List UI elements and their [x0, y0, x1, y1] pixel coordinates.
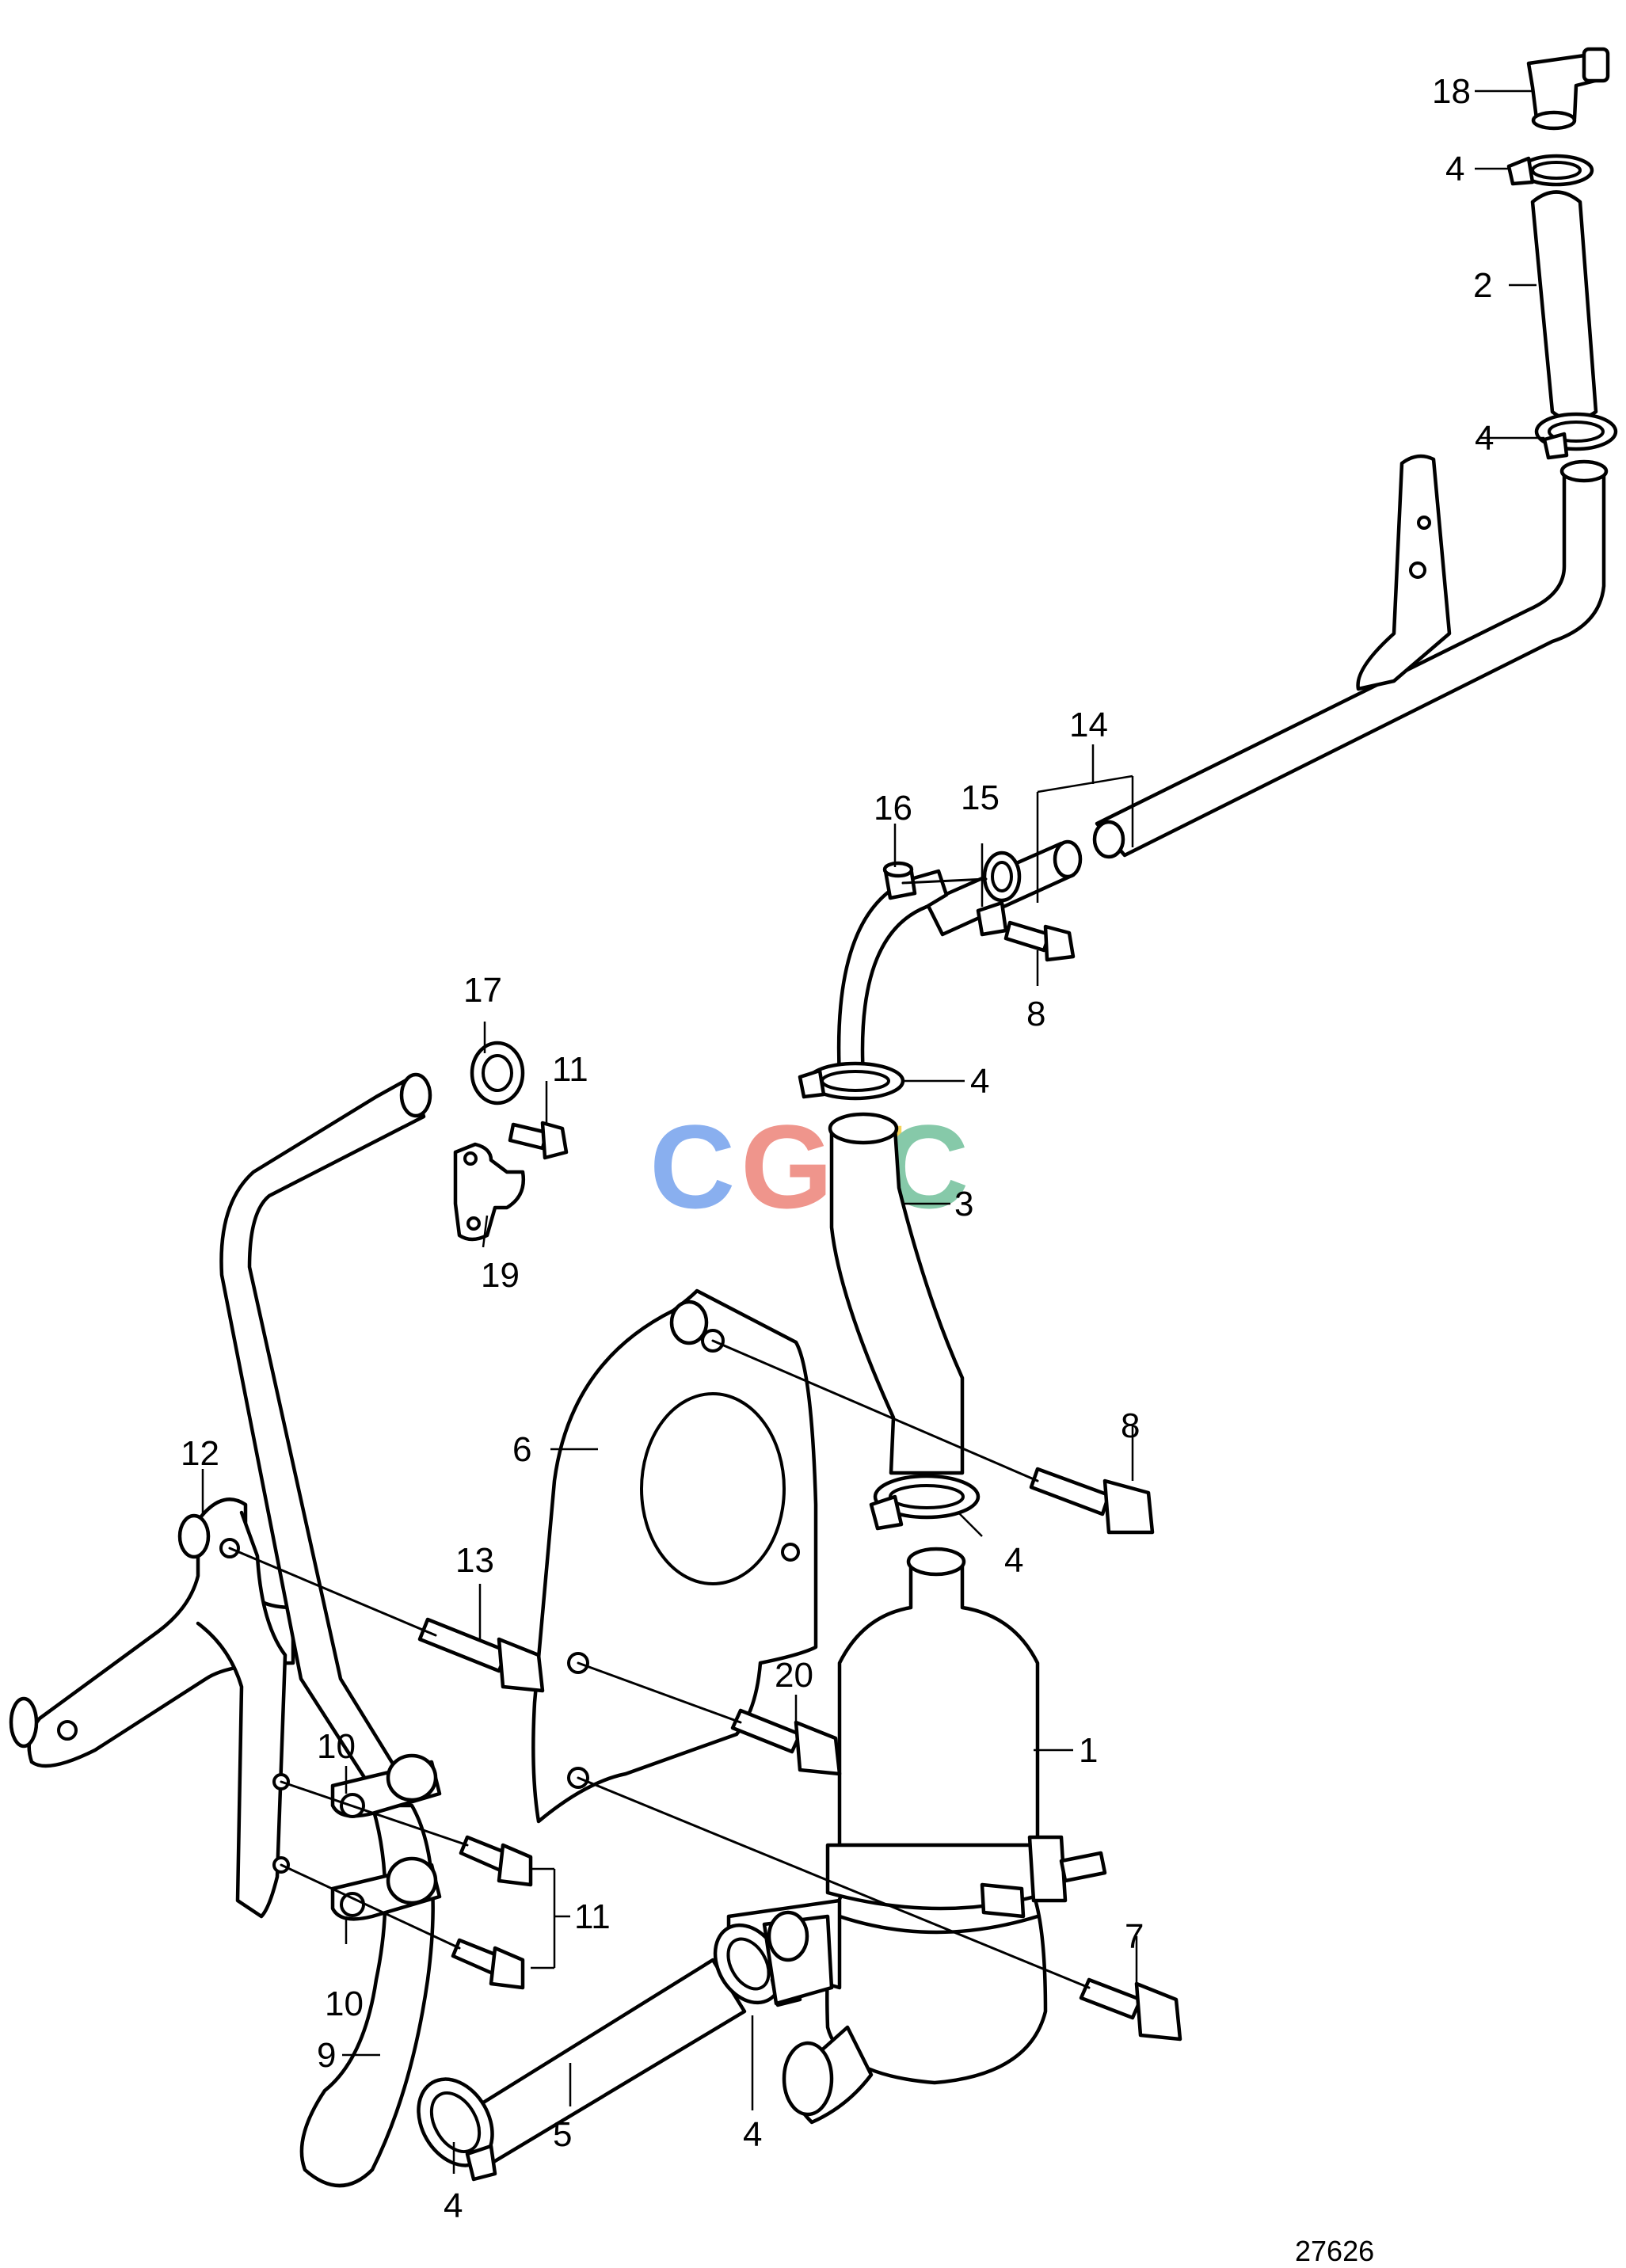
callout-5: 5 — [553, 2115, 572, 2154]
callout-4: 4 — [743, 2115, 762, 2154]
part-8-bolt-upper — [1003, 920, 1076, 962]
callout-13: 13 — [455, 1541, 494, 1580]
part-4-hose-clamp-middle — [798, 1061, 905, 1101]
callout-8: 8 — [1121, 1406, 1140, 1445]
callout-20: 20 — [775, 1656, 813, 1695]
callout-15: 15 — [961, 778, 1000, 817]
callout-10: 10 — [317, 1727, 356, 1766]
tank-outlet-stub — [762, 1910, 834, 2006]
watermark: C G H C — [649, 1100, 969, 1233]
part-11-bolt-upper — [508, 1121, 569, 1160]
part-15-grommet — [976, 850, 1022, 937]
callout-6: 6 — [512, 1430, 531, 1469]
part-7-bolt — [1079, 1977, 1182, 2042]
figure-number: 27626 — [1295, 2235, 1374, 2267]
pipe-bend-to-hose — [836, 869, 949, 1079]
part-8-bolt-lower — [1029, 1467, 1155, 1535]
callout-16: 16 — [874, 789, 912, 828]
part-4-hose-clamp-upper-mid — [1534, 412, 1618, 460]
watermark-letter-2: G — [741, 1100, 833, 1233]
callout-2: 2 — [1473, 266, 1492, 305]
part-1-expansion-tank — [726, 1547, 1107, 2125]
callout-12: 12 — [181, 1434, 219, 1473]
part-4-hose-clamp-lower-left — [417, 2077, 497, 2182]
callout-1: 1 — [1079, 1731, 1098, 1770]
part-11-bolt-lower-b — [451, 1938, 525, 1990]
callout-labels: 18 4 2 4 14 16 15 8 4 3 8 4 1 7 6 17 11 … — [181, 72, 1494, 2225]
callout-19: 19 — [481, 1256, 520, 1295]
callout-4: 4 — [1475, 419, 1494, 458]
part-4-hose-clamp-tank — [869, 1474, 981, 1531]
part-17-sealing-washer — [470, 1041, 525, 1105]
callout-7: 7 — [1125, 1917, 1144, 1956]
part-20-bolt — [730, 1708, 842, 1776]
leader-lines — [201, 89, 1544, 2174]
callout-14: 14 — [1069, 706, 1108, 744]
part-12-bracket — [9, 1497, 295, 1919]
part-3-hose — [828, 1112, 965, 1475]
part-4-hose-clamp-top — [1506, 154, 1594, 187]
part-2-upper-hose — [1530, 190, 1598, 422]
callout-11: 11 — [574, 1897, 611, 1936]
watermark-letter-1: C — [649, 1100, 735, 1233]
part-5-lower-hose — [449, 1958, 747, 2168]
callout-4: 4 — [970, 1062, 989, 1101]
callout-4: 4 — [1445, 150, 1464, 188]
callout-8: 8 — [1026, 995, 1045, 1033]
part-10-clamp-bracket-upper — [330, 1753, 442, 1818]
callout-9: 9 — [317, 2036, 336, 2075]
callout-10: 10 — [325, 1984, 364, 2023]
part-19-clip-bracket — [453, 1142, 526, 1242]
callout-17: 17 — [463, 971, 502, 1010]
callout-4: 4 — [444, 2186, 463, 2225]
part-11-bolt-lower-a — [459, 1835, 533, 1887]
part-16-spacer — [882, 861, 917, 900]
part-10-clamp-bracket-lower — [330, 1856, 442, 1921]
callout-11: 11 — [552, 1050, 588, 1089]
callout-18: 18 — [1432, 72, 1471, 111]
part-18-elbow-fitting — [1526, 47, 1610, 131]
part-14-coolant-pipe — [1092, 454, 1609, 859]
callout-3: 3 — [954, 1185, 973, 1223]
callout-4: 4 — [1004, 1541, 1023, 1580]
part-13-bolt — [417, 1617, 545, 1693]
part-6-bracket-plate — [531, 1288, 818, 1824]
